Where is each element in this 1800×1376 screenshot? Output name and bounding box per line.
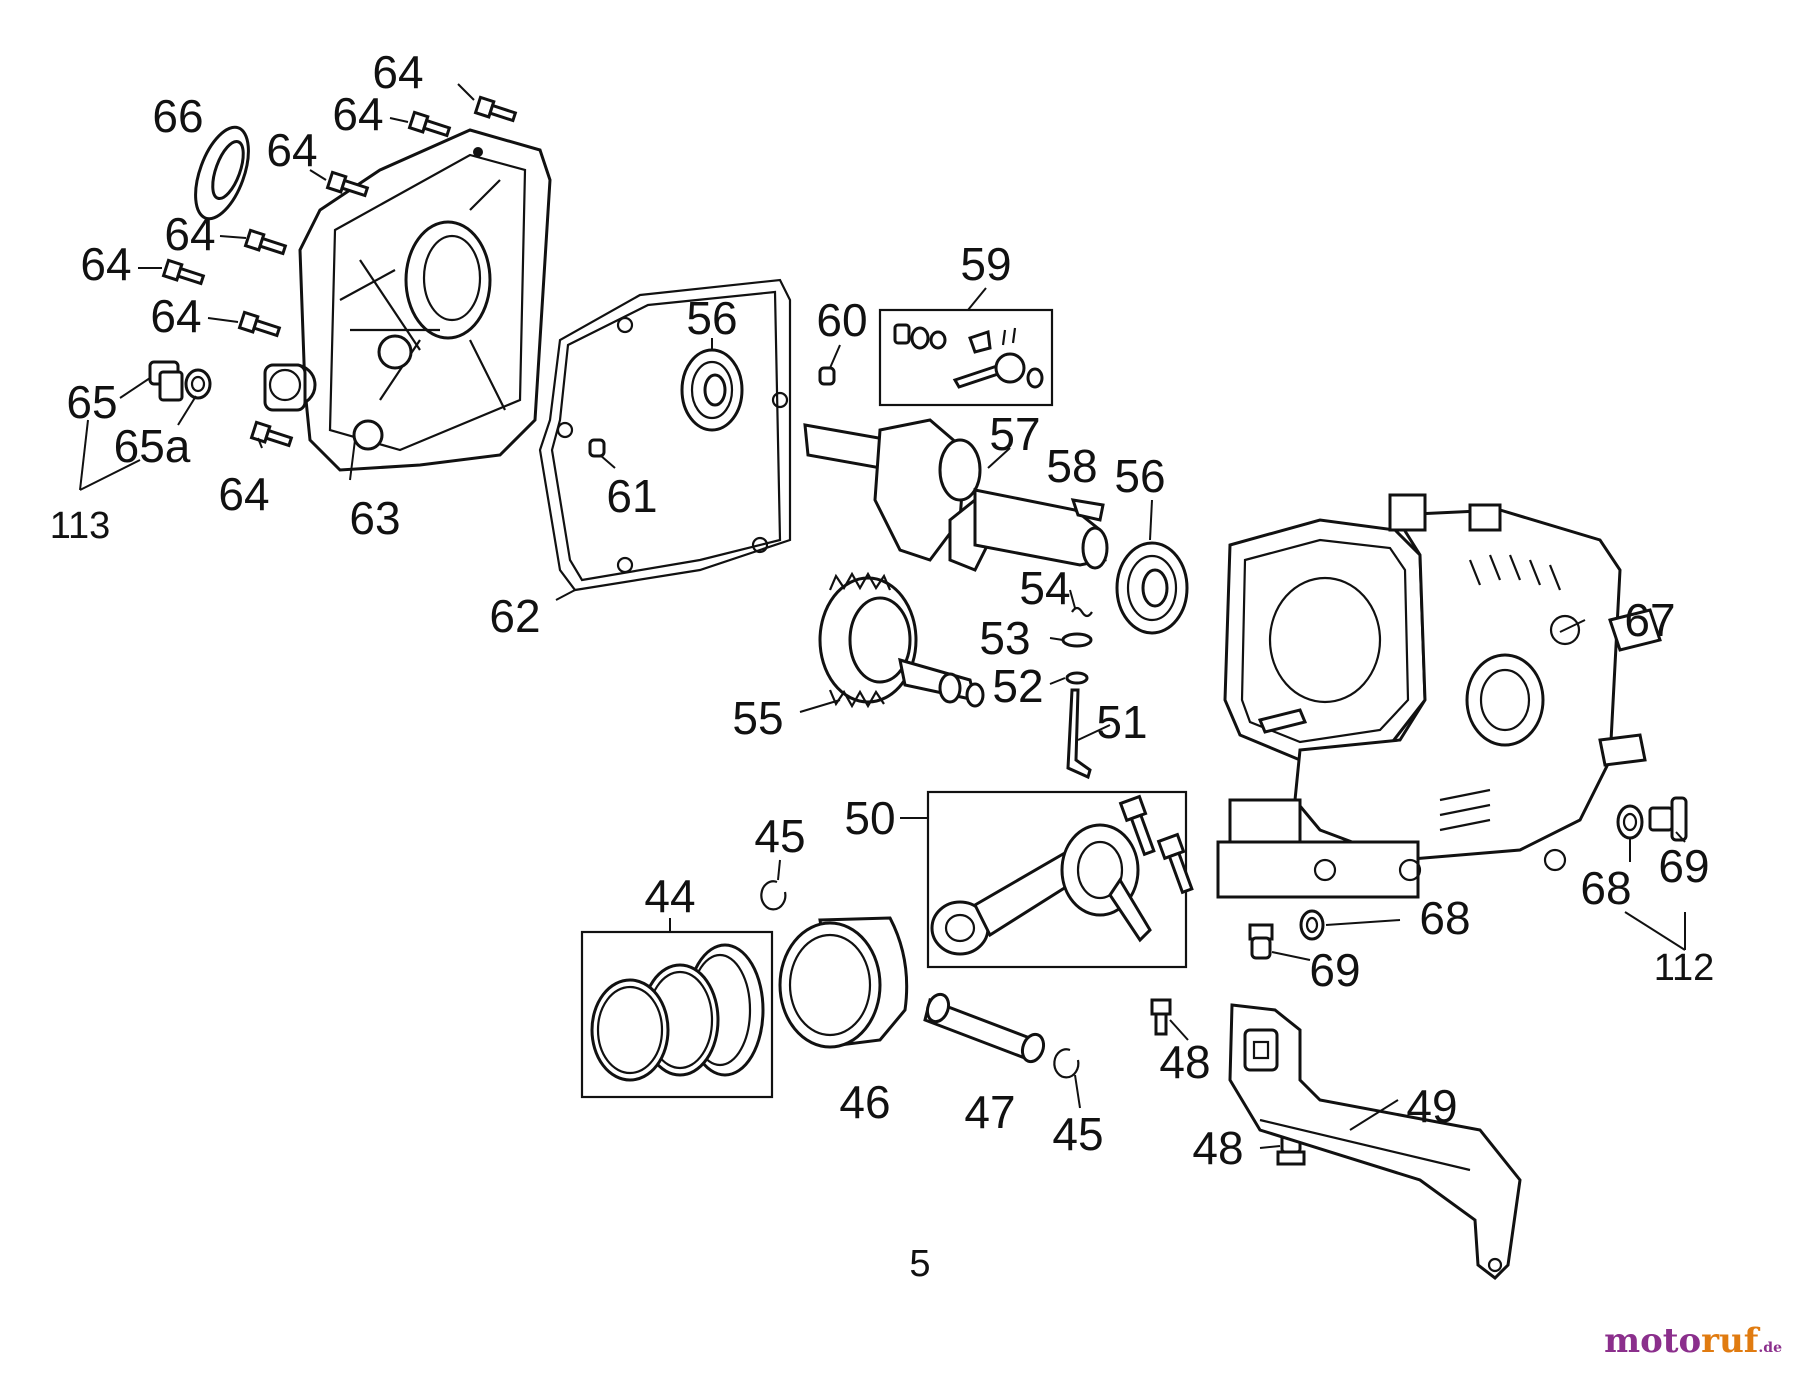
label-64: 64 (150, 290, 201, 342)
part-60-dowel-pin (818, 366, 836, 386)
part-63-crankcase-cover (263, 128, 552, 472)
label-49: 49 (1406, 1080, 1457, 1132)
label-64: 64 (332, 88, 383, 140)
label-69: 69 (1309, 944, 1360, 996)
part-61-dowel-pin (588, 438, 606, 458)
label-66: 66 (152, 90, 203, 142)
label-48: 48 (1192, 1122, 1243, 1174)
label-62: 62 (489, 590, 540, 642)
label-57: 57 (989, 408, 1040, 460)
label-64: 64 (266, 124, 317, 176)
part-49-bracket (1228, 1003, 1522, 1280)
part-56-bearing-left (680, 348, 744, 432)
label-53: 53 (979, 612, 1030, 664)
part-69-bolt-bottom (1248, 923, 1274, 960)
part-50-connecting-rod-set (926, 790, 1194, 969)
label-60: 60 (816, 294, 867, 346)
part-46-piston (778, 916, 909, 1049)
label-112: 112 (1654, 947, 1715, 989)
label-50: 50 (844, 792, 895, 844)
label-113: 113 (50, 505, 111, 547)
label-56: 56 (686, 292, 737, 344)
page-number: 5 (909, 1243, 930, 1285)
part-51-governor-arm (1066, 688, 1092, 780)
part-54-clip (1071, 606, 1093, 618)
label-46: 46 (839, 1076, 890, 1128)
label-69: 69 (1658, 840, 1709, 892)
label-47: 47 (964, 1086, 1015, 1138)
part-56-bearing-right (1115, 541, 1189, 635)
label-48: 48 (1159, 1036, 1210, 1088)
part-65-drain-plug (148, 360, 212, 402)
part-47-piston-pin (923, 992, 1046, 1064)
label-58: 58 (1046, 440, 1097, 492)
part-68-washer-right (1616, 804, 1644, 840)
label-67: 67 (1624, 594, 1675, 646)
label-54: 54 (1019, 562, 1070, 614)
part-44-piston-ring-set (580, 930, 774, 1099)
part-64-bolts (161, 95, 518, 448)
part-68-washer-bottom (1299, 909, 1325, 941)
part-59-governor-set (878, 308, 1054, 407)
label-51: 51 (1096, 696, 1147, 748)
label-65a: 65a (114, 420, 191, 472)
label-65: 65 (66, 376, 117, 428)
part-48-bolt-top (1150, 998, 1172, 1036)
label-64: 64 (218, 468, 269, 520)
part-69-bolt-right (1648, 796, 1688, 842)
label-68: 68 (1419, 892, 1470, 944)
label-56: 56 (1114, 450, 1165, 502)
label-64: 64 (164, 208, 215, 260)
watermark-logo: motoruf.de (1604, 1321, 1782, 1361)
label-63: 63 (349, 492, 400, 544)
part-66-oil-seal (194, 125, 250, 221)
part-57-crankshaft (803, 418, 1109, 572)
part-45-circlip-top (760, 880, 787, 911)
label-68: 68 (1580, 862, 1631, 914)
part-52-washer (1065, 671, 1089, 685)
part-45-circlip-bottom (1053, 1048, 1080, 1079)
part-53-spring-washer (1061, 632, 1093, 648)
part-58-key (1070, 498, 1105, 522)
label-52: 52 (992, 660, 1043, 712)
label-45: 45 (1052, 1108, 1103, 1160)
label-45: 45 (754, 810, 805, 862)
callout-numbers: 64 64 66 64 64 64 64 65 65a 113 64 63 62… (50, 46, 1715, 1285)
label-44: 44 (644, 870, 695, 922)
label-64: 64 (372, 46, 423, 98)
label-59: 59 (960, 238, 1011, 290)
part-67-engine-block (1216, 493, 1662, 899)
part-62-gasket (538, 278, 792, 592)
label-55: 55 (732, 692, 783, 744)
leader-lines (79, 83, 1686, 1149)
label-61: 61 (606, 470, 657, 522)
label-64: 64 (80, 238, 131, 290)
part-55-camshaft (818, 571, 985, 709)
